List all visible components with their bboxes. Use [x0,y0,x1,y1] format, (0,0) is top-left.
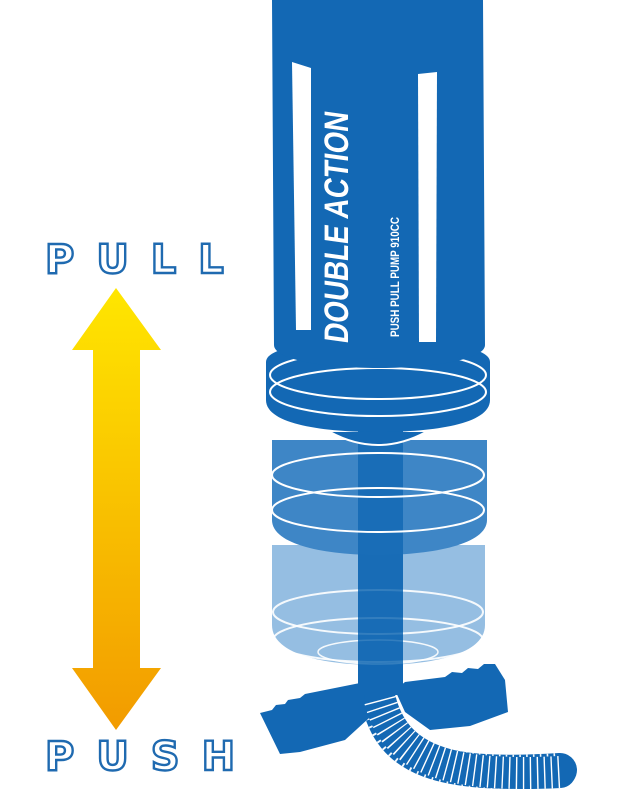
hose-front [364,684,576,790]
stripe-left [292,62,311,330]
pump-cylinder [272,0,485,368]
pull-label: PULL [44,237,246,283]
pump-brand-title: DOUBLE ACTION [318,108,356,346]
double-vertical-arrow-icon [72,288,161,730]
foot-base [260,664,508,754]
pump-brand-subtitle: PUSH PULL PUMP 910CC [388,217,402,337]
stripe-right [418,72,437,342]
push-label: PUSH [44,734,258,780]
